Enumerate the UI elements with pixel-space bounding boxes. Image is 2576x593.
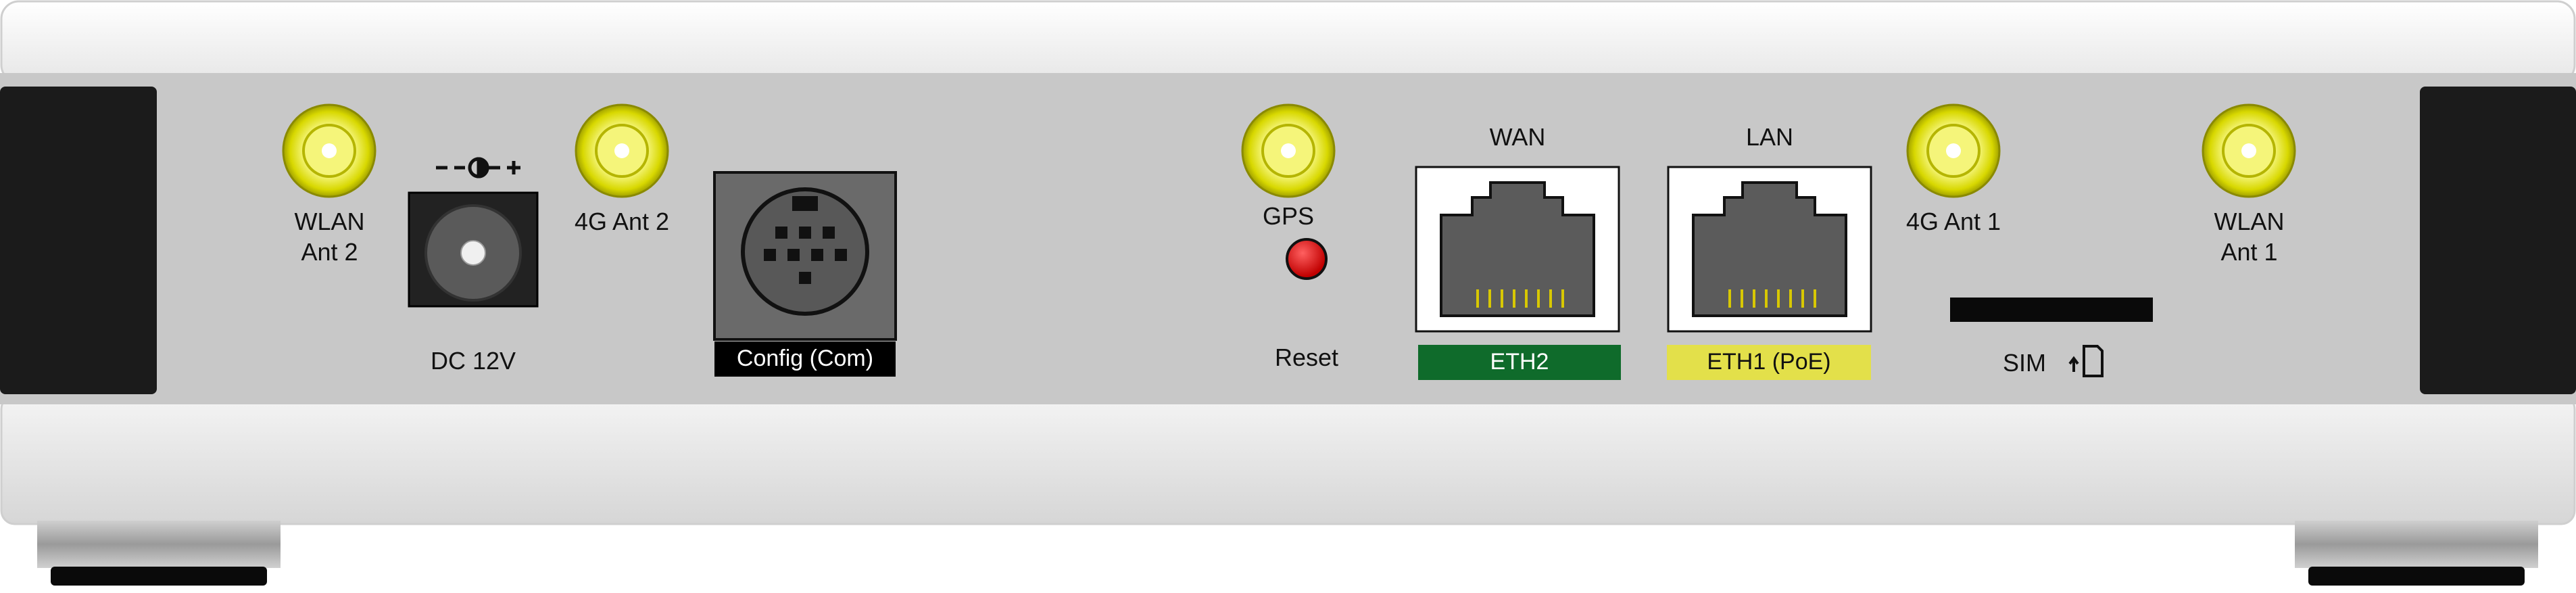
wlan-ant2-connector[interactable] [282, 103, 376, 198]
foot-right [2295, 521, 2538, 568]
eth1-tag [1667, 345, 1871, 380]
gps-label: GPS [1262, 202, 1315, 230]
foot-right-base [2308, 567, 2525, 586]
4g-ant2-connector[interactable] [575, 103, 669, 198]
shell-bottom [0, 394, 2576, 525]
reset-label: Reset [1274, 343, 1339, 371]
wlan-ant1-label-line1: WLAN [2214, 208, 2285, 235]
wan-port[interactable] [1415, 166, 1620, 333]
wan-label: WAN [1489, 123, 1546, 151]
config-tag [714, 341, 896, 377]
bumper-right [2420, 87, 2576, 394]
bumper-left [0, 87, 157, 394]
eth2-tag [1418, 345, 1621, 380]
sim-slot[interactable] [1950, 298, 2153, 322]
eth1-label: ETH1 (PoE) [1707, 349, 1831, 375]
dc-power-label: DC 12V [430, 347, 516, 375]
lan-port[interactable] [1667, 166, 1872, 333]
gps-connector[interactable] [1241, 103, 1336, 198]
sim-insert-icon [2068, 345, 2104, 377]
wlan-ant2-label-line2: Ant 2 [301, 238, 358, 266]
wlan-ant2-label: WLAN Ant 2 [277, 206, 382, 267]
foot-left-base [51, 567, 267, 586]
wlan-ant2-label-line1: WLAN [294, 208, 365, 235]
reset-button[interactable] [1286, 238, 1328, 280]
sim-label: SIM [2002, 349, 2046, 377]
4g-ant1-label: 4G Ant 1 [1905, 208, 2001, 235]
lan-label: LAN [1745, 123, 1794, 151]
shell-top [0, 0, 2576, 84]
dc-power-jack[interactable] [408, 191, 539, 308]
4g-ant2-label: 4G Ant 2 [574, 208, 670, 235]
config-port[interactable] [713, 171, 897, 341]
config-label: Config (Com) [736, 346, 874, 371]
eth2-label: ETH2 [1490, 349, 1549, 375]
dc-polarity-icon [436, 157, 520, 179]
wlan-ant1-label-line2: Ant 1 [2220, 238, 2278, 266]
wlan-ant1-connector[interactable] [2202, 103, 2296, 198]
4g-ant1-connector[interactable] [1906, 103, 2001, 198]
wlan-ant1-label: WLAN Ant 1 [2197, 206, 2302, 267]
foot-left [37, 521, 281, 568]
